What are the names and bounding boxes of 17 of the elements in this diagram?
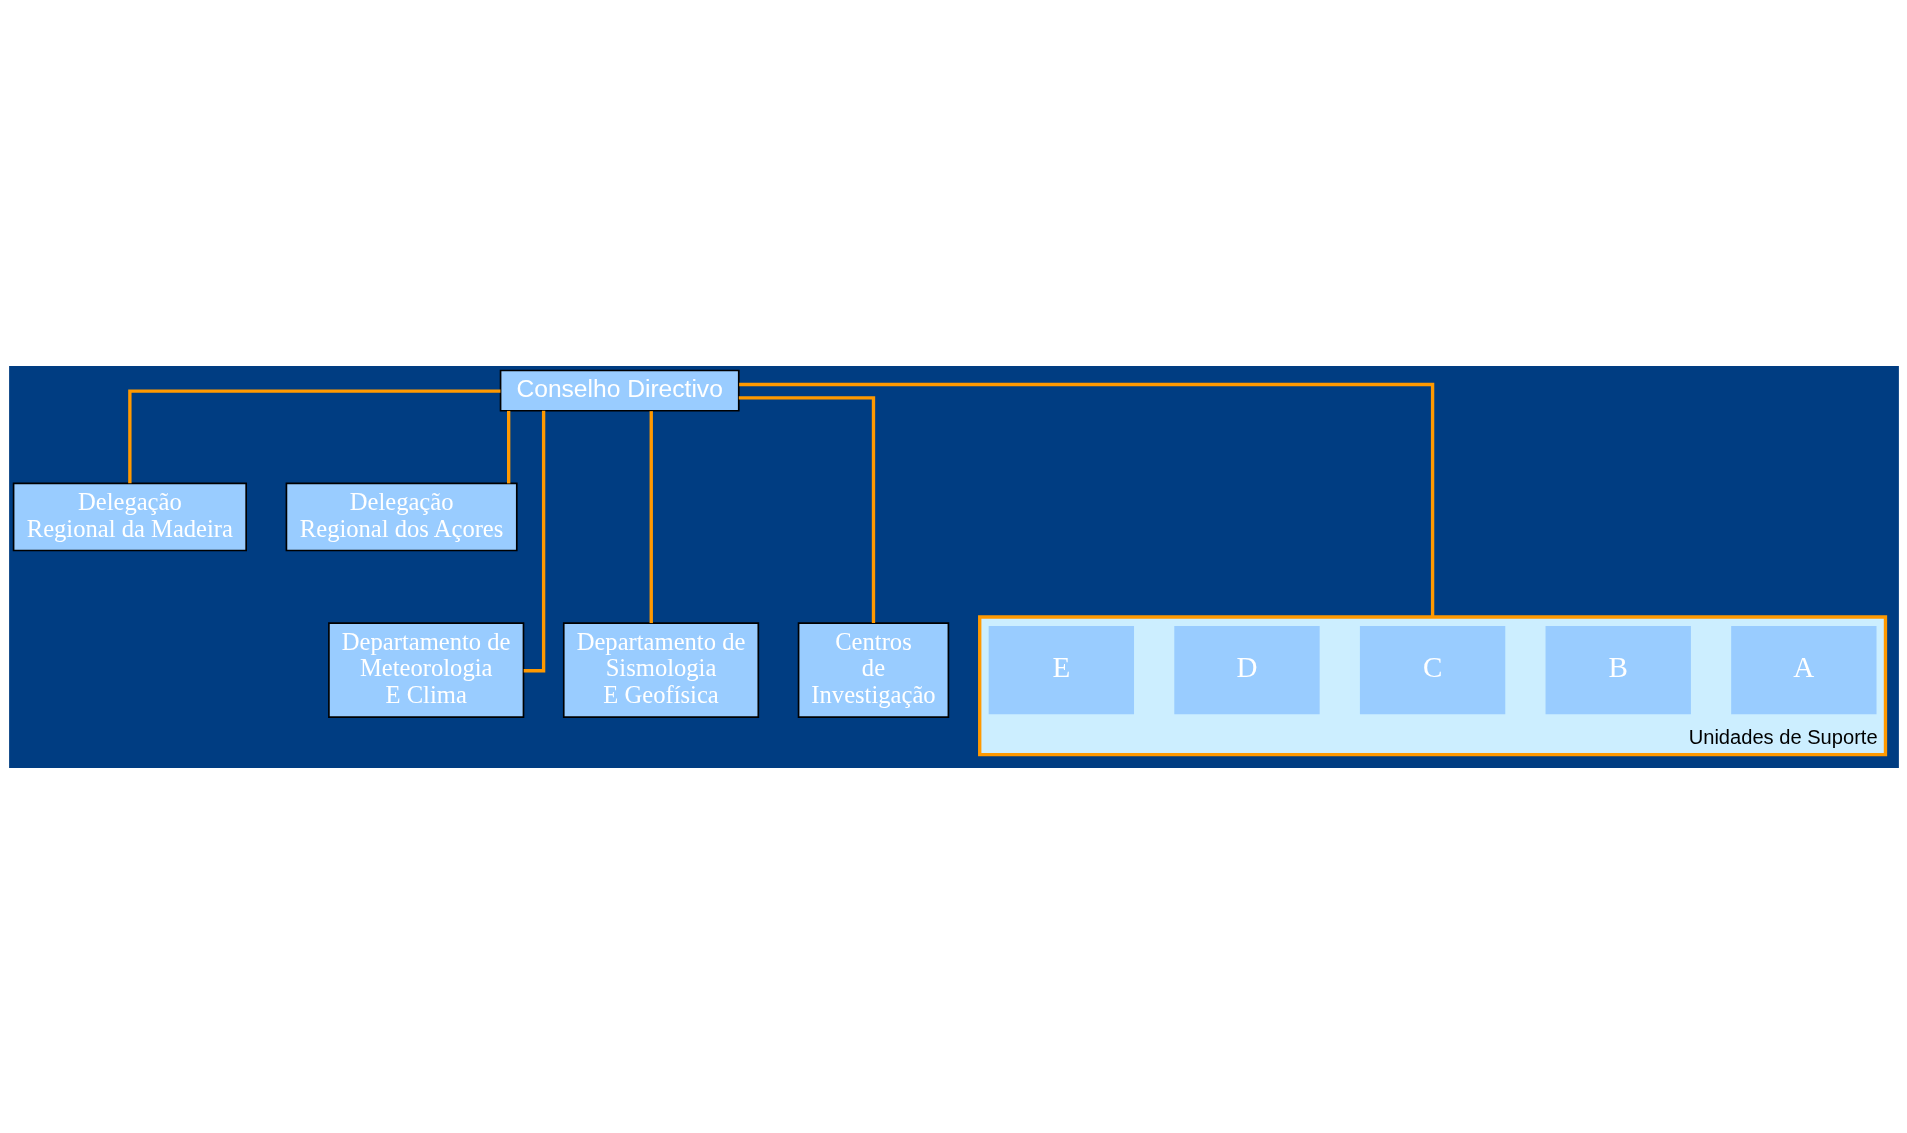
node-box: A bbox=[1730, 625, 1877, 714]
node-box: B bbox=[1545, 625, 1691, 714]
connector bbox=[649, 410, 653, 623]
connector bbox=[738, 395, 875, 623]
node-box: E bbox=[988, 625, 1134, 714]
node-box: Departamento de Meteorologia E Clima bbox=[327, 621, 524, 718]
node-box: Conselho Directivo bbox=[499, 369, 740, 412]
node-box: D bbox=[1173, 625, 1320, 714]
connector bbox=[127, 389, 500, 483]
connector bbox=[506, 410, 510, 483]
node-box: Centros de Investigação bbox=[797, 621, 949, 718]
node-box: C bbox=[1359, 625, 1505, 714]
node-box: Delegação Regional dos Açores bbox=[285, 482, 518, 551]
connector bbox=[523, 410, 545, 672]
node-box: Departamento de Sismologia E Geofísica bbox=[562, 621, 759, 718]
connector bbox=[738, 382, 1434, 617]
node-box: Delegação Regional da Madeira bbox=[12, 482, 247, 551]
